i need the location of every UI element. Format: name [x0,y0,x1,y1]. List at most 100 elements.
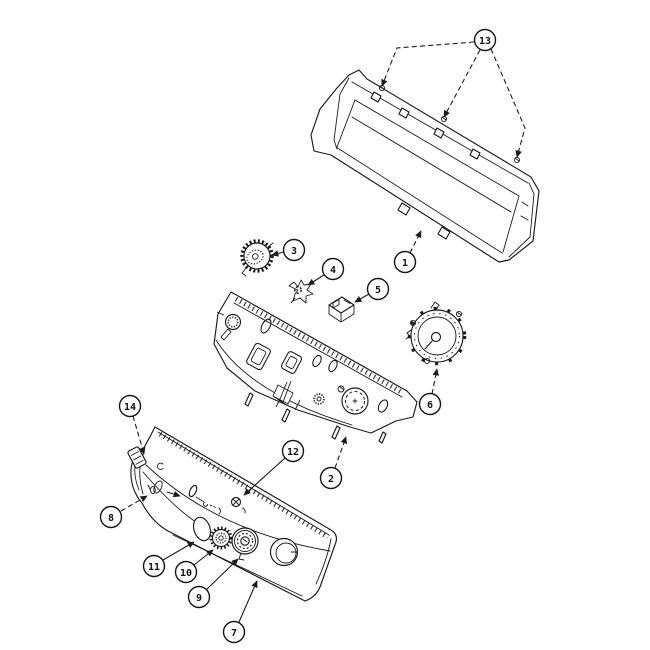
callout-11-circle [142,554,166,578]
part-8-post [147,484,156,495]
callout-4-leader [307,274,325,286]
bracket-small-gear-hub [316,396,322,402]
c-ring [157,462,164,470]
callout-2-circle [319,466,343,490]
knob-9-dash-ring [236,532,254,550]
callout-14-label: 14 [124,402,136,413]
callout-10-circle [174,560,198,584]
callout-2: 2 [319,436,347,490]
ring-opening-inner [275,542,297,564]
fascia-outline [130,426,338,602]
callout-14-leader [132,415,146,455]
knob-10-hub [218,535,224,541]
callout-3-label: 3 [291,246,297,257]
bracket-oval-hole-3 [328,359,338,373]
bracket-knob-stem [216,311,232,341]
part-4-clip [288,279,314,304]
callout-9-leader [205,558,239,591]
part-8-oval-slot [153,480,163,494]
callout-13: 13 [381,28,526,158]
callout-11-label: 11 [148,562,160,573]
part-6-round-bracket [405,301,467,366]
callout-6-circle [418,392,442,416]
callout-5-leader [354,293,370,303]
gear-detail [241,242,274,277]
bracket-sweep-curve [215,339,353,426]
bracket-oval-hole-2 [312,354,322,368]
callout-1: 1 [393,230,422,274]
hood-bottom-tabs [397,202,451,240]
callout-7: 7 [222,580,258,644]
callout-12: 12 [243,439,305,496]
bracket-edge-line [233,302,403,398]
bracket-timer-center [352,398,358,404]
part-12-screw-cross [232,498,246,514]
callout-14-circle [118,394,142,418]
part-1-console-hood [310,69,540,263]
knob-10-body [211,528,231,548]
callout-12-circle [281,439,305,463]
ring-opening-outer [269,537,299,567]
bracket-switch-cluster [272,380,345,411]
bracket-hole-b-outer [280,351,303,374]
callout-12-label: 12 [287,447,299,458]
callout-1-label: 1 [402,258,408,269]
part-7-fascia-panel [127,426,338,602]
bracket-small-gear [313,393,325,405]
callout-8-leader [120,495,148,512]
bracket-hole-a-outer [246,342,271,371]
callout-6: 6 [418,368,442,416]
callout-6-label: 6 [427,400,433,411]
callout-7-circle [222,620,246,644]
callout-3-leader [271,250,285,257]
callout-10-label: 10 [180,568,192,579]
knob-11-oval [192,516,212,542]
callout-12-leader [243,457,286,496]
clip-tail [290,297,296,304]
bracket-hole-a-inner [250,347,267,366]
callout-5: 5 [354,277,390,303]
knob-10-teeth [209,526,233,550]
callout-5-label: 5 [375,285,381,296]
bracket-hole-b-inner [285,356,298,369]
switch-sides [328,299,355,323]
bracket-knob-hatch [227,316,239,328]
callout-9-label: 9 [196,593,202,604]
callout-8-label: 8 [108,513,114,524]
callout-5-circle [366,277,390,301]
bracket-oval-hole-1 [260,318,272,334]
callout-3-circle [282,238,306,262]
callout-7-label: 7 [231,628,237,639]
bracket-timer-hole-inner [345,391,365,411]
callout-7-leader [238,580,258,623]
callout-13-label: 13 [479,36,491,47]
callout-4-circle [321,257,345,281]
knob-9-ring [234,530,256,552]
part-14-clip-ribs [130,451,144,465]
hood-mount-screws [378,85,521,163]
part-3-timer-gear [240,239,274,277]
callout-10: 10 [174,549,214,584]
ring-center-cam [430,331,442,343]
callout-9: 9 [187,558,239,609]
callout-1-circle [393,250,417,274]
ring-cam-pointer [424,340,433,350]
part-2-control-bracket [213,291,418,444]
part-5-switch-block [328,296,355,323]
callout-2-leader [334,436,347,469]
lever-stem [195,496,208,507]
hood-outline [310,69,540,263]
callouts: 13 1 3 4 5 6 2 [99,28,526,644]
callout-13-leader-right [490,48,526,158]
lever-arrow [166,490,181,498]
lever-body [188,484,198,498]
callout-4: 4 [307,257,345,286]
ring-detail-dashes [414,313,460,359]
ring-inner [417,316,457,356]
bracket-oval-hole-4 [377,399,389,413]
callout-9-circle [187,585,211,609]
knob-9-slot [238,538,248,561]
hood-rim-clips [370,91,481,160]
bracket-legs [244,392,387,444]
